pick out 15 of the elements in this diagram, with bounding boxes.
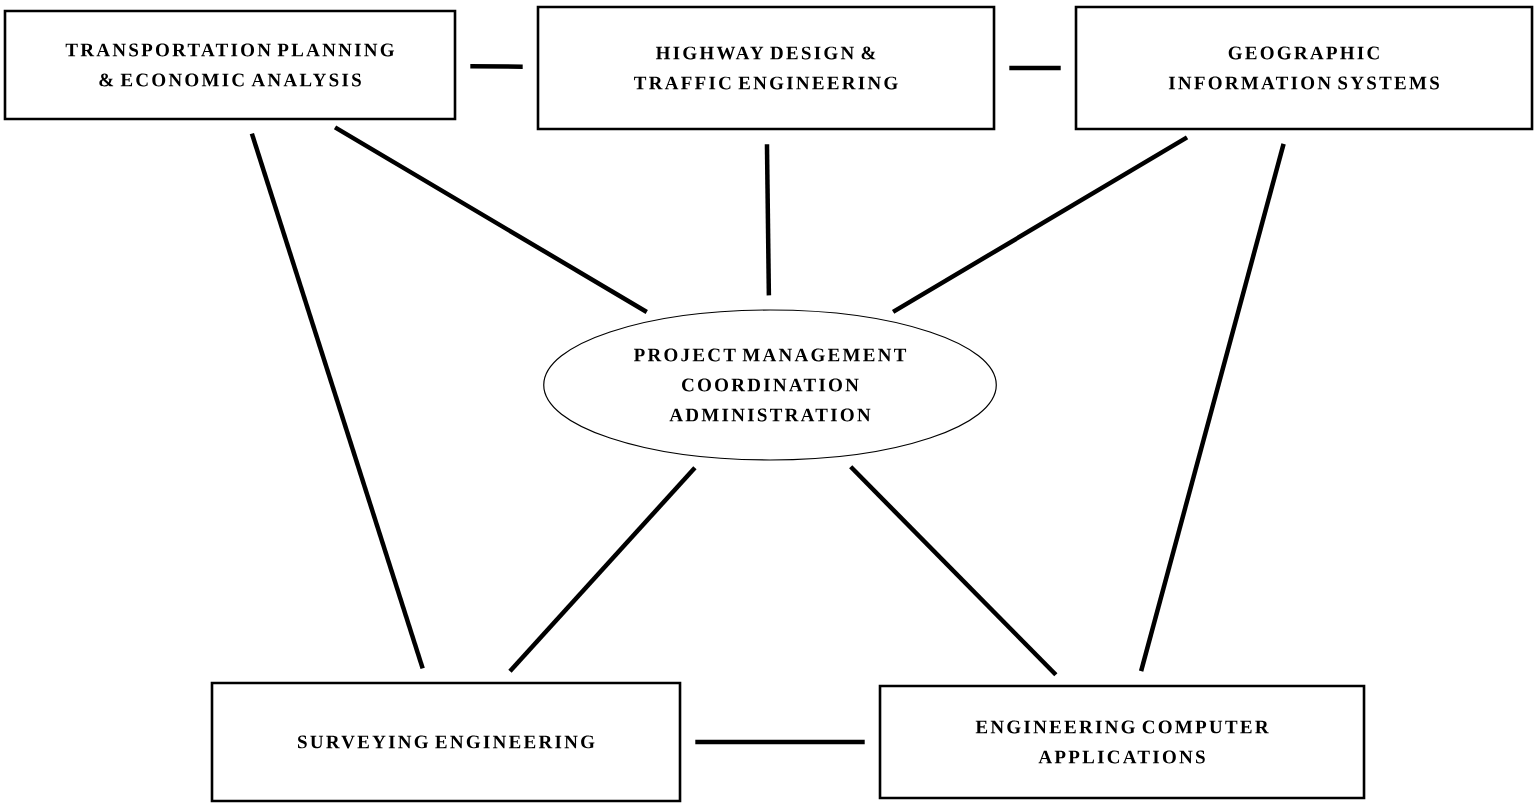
connector-line — [1138, 143, 1286, 672]
connector-line — [764, 144, 772, 296]
process-box: HIGHWAY DESIGN & TRAFFIC ENGINEERING — [536, 5, 996, 131]
connector-line — [470, 64, 523, 69]
connector-line — [508, 466, 697, 673]
process-box: TRANSPORTATION PLANNING & ECONOMIC ANALYSIS — [3, 9, 457, 121]
connector-line — [333, 125, 648, 314]
process-box: ENGINEERING COMPUTER APPLICATIONS — [878, 684, 1366, 800]
connector-line — [849, 465, 1058, 677]
process-box: GEOGRAPHIC INFORMATION SYSTEMS — [1074, 5, 1534, 131]
connector-line — [695, 739, 865, 745]
process-box: SURVEYING ENGINEERING — [210, 681, 682, 803]
connector-line — [249, 132, 425, 670]
connector-line — [891, 135, 1189, 314]
connector-line — [1009, 65, 1061, 71]
